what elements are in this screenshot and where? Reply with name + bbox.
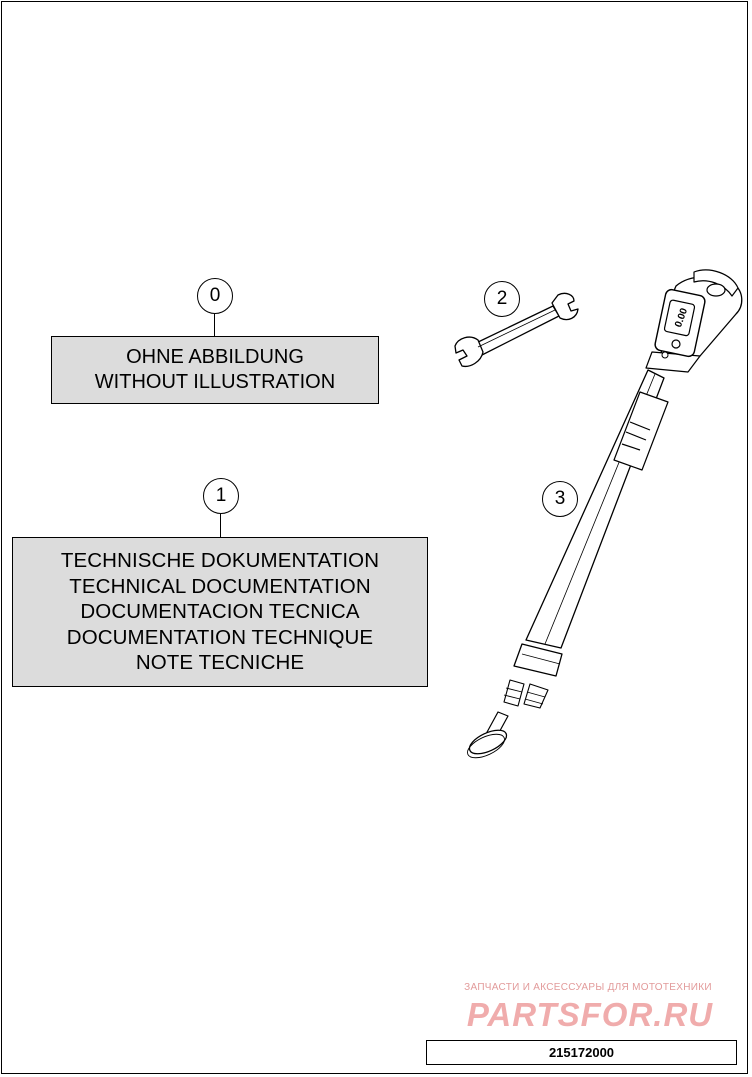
without-illustration-box: OHNE ABBILDUNG WITHOUT ILLUSTRATION [51, 336, 379, 404]
documentation-label-it: NOTE TECNICHE [135, 651, 305, 675]
part-number-value: 215172000 [548, 1045, 615, 1060]
watermark-logo: PARTSFOR.RU [466, 996, 714, 1033]
callout-3: 3 [542, 481, 578, 517]
callout-2: 2 [484, 281, 520, 317]
callout-1-leader [220, 514, 221, 538]
documentation-label-fr: DOCUMENTATION TECHNIQUE [66, 625, 374, 649]
without-illustration-label-en: WITHOUT ILLUSTRATION [94, 371, 336, 393]
callout-1: 1 [203, 478, 239, 514]
documentation-label-de: TECHNISCHE DOKUMENTATION [60, 549, 380, 573]
callout-1-number: 1 [215, 485, 227, 506]
suspension-pump-icon: 0.00 [467, 269, 743, 759]
part-number-field: 215172000 [426, 1040, 737, 1065]
documentation-label-en: TECHNICAL DOCUMENTATION [69, 574, 371, 598]
without-illustration-label-de: OHNE ABBILDUNG [126, 346, 304, 368]
callout-0-number: 0 [209, 285, 221, 306]
callout-0-leader [214, 314, 215, 337]
callout-2-number: 2 [496, 288, 508, 309]
watermark-tagline: ЗАПЧАСТИ И АКСЕССУАРЫ ДЛЯ МОТОТЕХНИКИ [464, 982, 712, 993]
documentation-label-es: DOCUMENTACION TECNICA [80, 600, 360, 624]
callout-0: 0 [197, 278, 233, 314]
technical-documentation-box: TECHNISCHE DOKUMENTATION TECHNICAL DOCUM… [12, 537, 428, 687]
callout-3-number: 3 [554, 488, 566, 509]
wrench-icon [454, 292, 579, 368]
